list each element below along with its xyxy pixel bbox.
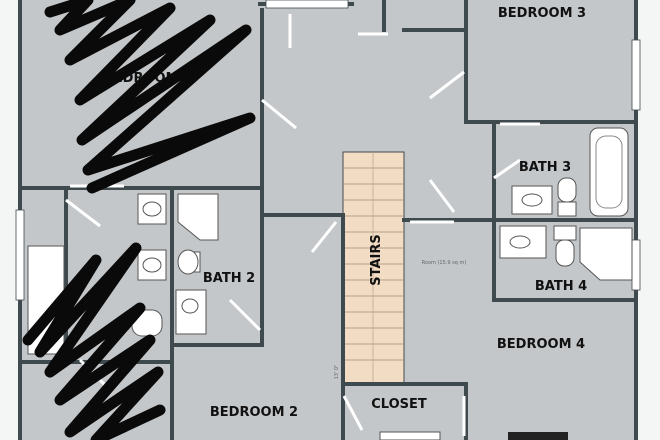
toilet-icon [553,225,577,241]
sink-icon [511,185,553,215]
room-label-bath-3: BATH 3 [519,160,571,175]
stair-dimension-note: 13' 0" [334,365,340,380]
scribble-overlay [22,0,256,440]
toilet-icon [557,177,577,203]
room-label-bedroom-2: BEDROOM 2 [210,405,298,420]
room-label-bath-2: BATH 2 [203,271,255,286]
bathtub-icon [589,127,629,217]
sink-icon [137,193,167,225]
room-label-stairs: STAIRS [369,234,384,286]
sink-icon [137,249,167,281]
shower-icon [579,227,633,281]
sink-icon [499,225,547,259]
sink-icon [175,289,207,335]
room-label-bedroom-4: BEDROOM 4 [497,337,585,352]
room-area-note: Room (15.9 sq m) [422,260,467,266]
room-label-bedroom-3: BEDROOM 3 [498,6,586,21]
windows [15,0,641,301]
stair-treads [343,152,404,384]
room-labels: BEDROOM 1 BEDROOM 3 BATH 3 BATH 2 BATH 4… [104,6,587,420]
shower-icon [177,193,219,241]
room-label-closet: CLOSET [371,397,427,412]
room-label-bath-4: BATH 4 [535,279,587,294]
